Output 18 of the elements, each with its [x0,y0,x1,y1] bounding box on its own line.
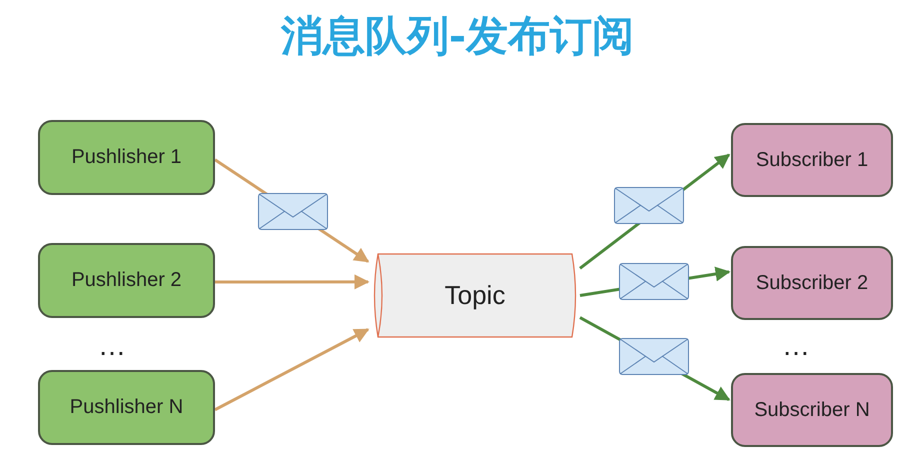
node-label: Pushlisher N [70,396,184,419]
node-label: Pushlisher 2 [71,269,182,292]
ellipsis: … [782,330,810,362]
arrow [214,328,370,412]
publisher-box [38,243,215,318]
publisher-box [38,370,215,445]
subscriber-box [731,123,893,197]
subscriber-box [731,373,893,447]
node-label: Subscriber 2 [756,272,868,294]
title: 消息队列-发布订阅 [280,10,636,62]
node-label: Subscriber 1 [756,148,868,172]
ellipsis: … [98,330,126,362]
publisher-box [38,120,215,195]
arrow [215,274,370,290]
subscriber-box [731,246,893,320]
node-label: Topic [444,280,506,311]
node-label: Subscriber N [754,398,870,422]
node-label: Pushlisher 1 [71,146,182,169]
